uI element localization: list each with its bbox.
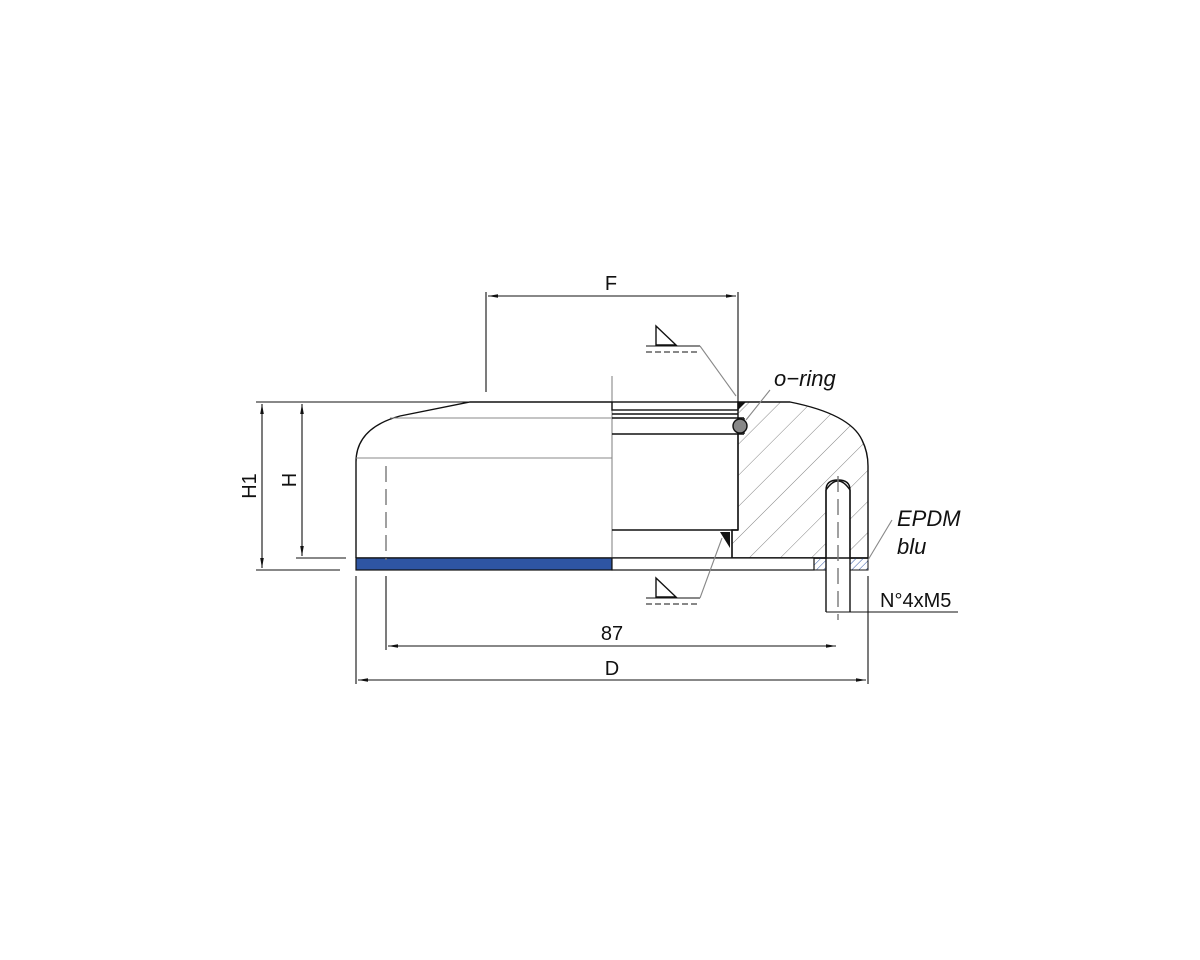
dimension-f [485, 292, 739, 402]
dimension-87 [385, 576, 836, 650]
dimension-f-label: F [605, 273, 617, 295]
dimension-d [355, 576, 869, 684]
o-ring-leader [745, 389, 771, 421]
section-body [731, 401, 869, 559]
weld-symbol-top [646, 324, 737, 397]
bore-detail [611, 401, 746, 558]
epdm-label: EPDM [897, 506, 961, 531]
o-ring-label: o−ring [774, 366, 837, 391]
dimension-d-label: D [605, 658, 619, 680]
epdm-leader [867, 519, 893, 561]
threaded-hole [825, 476, 851, 620]
gasket-strip [355, 557, 869, 571]
o-ring-seal [732, 418, 748, 434]
dimension-h [296, 404, 346, 559]
epdm-label-line2: blu [897, 534, 926, 559]
weld-symbol-bottom [646, 537, 723, 605]
dimension-h-label: H [279, 473, 301, 487]
dimension-h1-label: H1 [239, 473, 261, 499]
dimension-h1 [256, 401, 470, 571]
thread-spec-label: N°4xM5 [880, 590, 951, 612]
dimension-87-label: 87 [601, 623, 623, 645]
